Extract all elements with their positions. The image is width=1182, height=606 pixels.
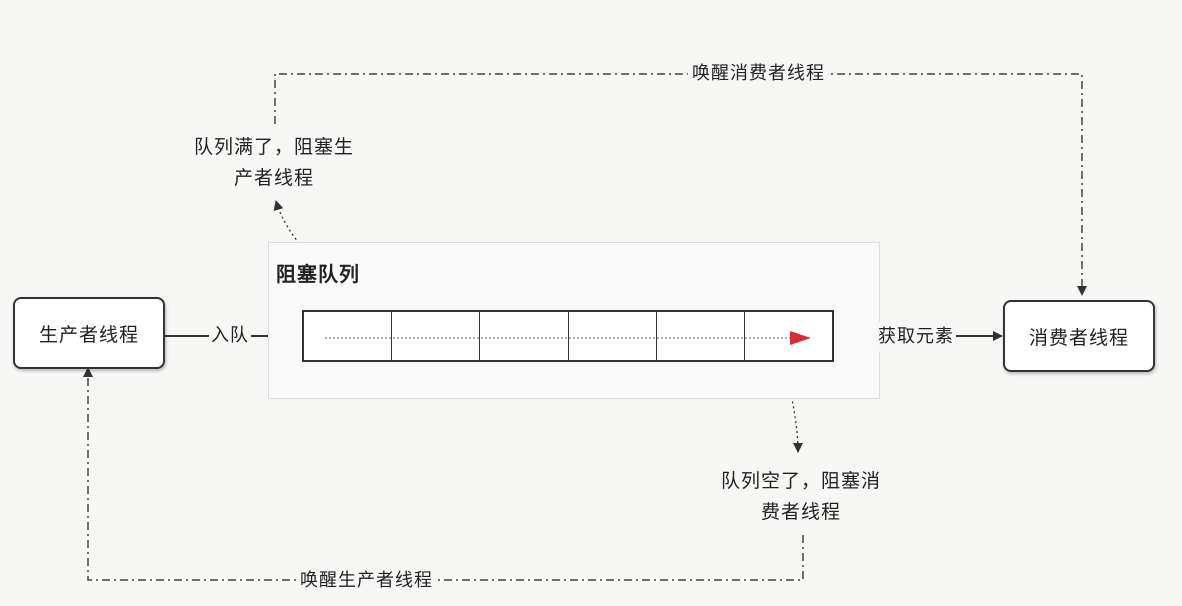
producer-thread-node: 生产者线程 — [13, 297, 165, 369]
queue-full-note-line2: 产者线程 — [233, 167, 314, 189]
wake-consumer-label: 唤醒消费者线程 — [688, 59, 829, 89]
queue-slot — [569, 312, 657, 360]
consumer-thread-node: 消费者线程 — [1003, 300, 1155, 372]
queue-slots — [302, 310, 834, 362]
queue-full-note: 队列满了，阻塞生 产者线程 — [183, 132, 365, 194]
queue-slot — [304, 312, 393, 360]
blocking-queue-title: 阻塞队列 — [276, 262, 360, 286]
wake-producer-label: 唤醒生产者线程 — [296, 566, 437, 596]
queue-slot — [745, 312, 832, 360]
wake-producer-line — [83, 367, 804, 581]
queue-empty-note-line1: 队列空了，阻塞消 — [720, 470, 881, 492]
queue-full-note-line1: 队列满了，阻塞生 — [193, 136, 354, 158]
queue-slot — [392, 312, 481, 360]
dequeue-label: 获取元素 — [876, 322, 956, 352]
enqueue-label: 入队 — [209, 321, 251, 351]
wake-consumer-line — [274, 73, 1087, 296]
queue-empty-pointer — [785, 361, 803, 453]
queue-empty-note-line2: 费者线程 — [760, 501, 841, 523]
queue-slot — [480, 312, 569, 360]
queue-slot — [657, 312, 745, 360]
queue-empty-note: 队列空了，阻塞消 费者线程 — [710, 466, 892, 528]
